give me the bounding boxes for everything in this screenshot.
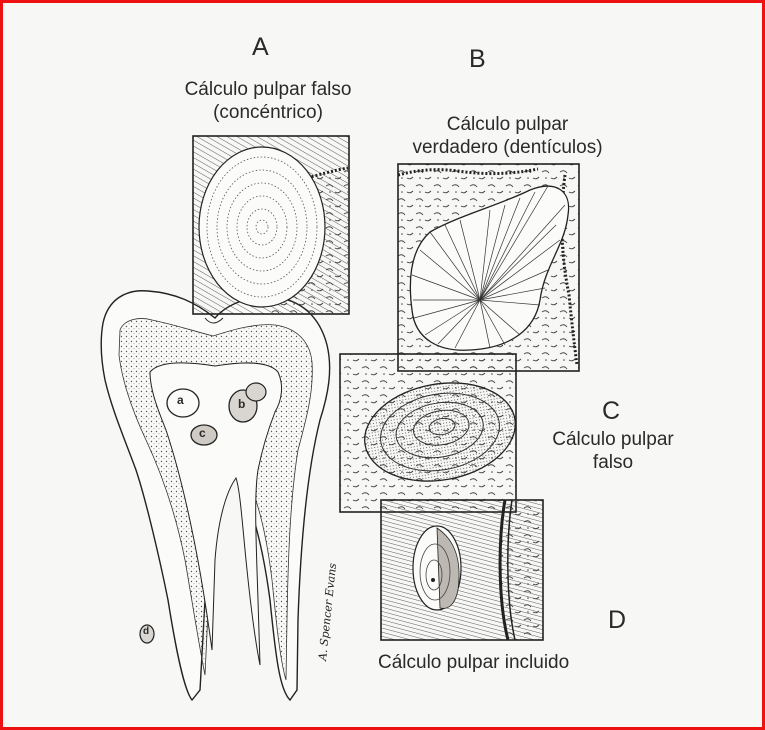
panel-c-caption-line1: Cálculo pulpar bbox=[523, 428, 703, 451]
panel-b-caption-line1: Cálculo pulpar bbox=[395, 113, 620, 136]
panel-c-letter: C bbox=[602, 396, 620, 427]
panel-c-drawing bbox=[340, 354, 523, 512]
panel-c-caption: Cálculo pulpar falso bbox=[523, 428, 703, 474]
panel-a-letter: A bbox=[252, 32, 269, 63]
panel-b-letter: B bbox=[469, 44, 486, 75]
panel-a-drawing bbox=[193, 136, 349, 314]
panel-d-letter: D bbox=[608, 605, 626, 636]
panel-d-drawing bbox=[381, 500, 543, 640]
panel-d-caption: Cálculo pulpar incluido bbox=[378, 651, 569, 674]
marker-d: d bbox=[143, 626, 149, 638]
panel-b-caption: Cálculo pulpar verdadero (dentículos) bbox=[395, 113, 620, 159]
marker-a: a bbox=[177, 393, 184, 408]
panel-b-drawing bbox=[398, 164, 579, 371]
marker-b: b bbox=[238, 397, 245, 412]
tooth-drawing bbox=[101, 291, 329, 700]
panel-a-caption: Cálculo pulpar falso (concéntrico) bbox=[168, 78, 368, 124]
panel-a-caption-line1: Cálculo pulpar falso bbox=[168, 78, 368, 101]
panel-c-caption-line2: falso bbox=[523, 451, 703, 474]
panel-a-caption-line2: (concéntrico) bbox=[168, 101, 368, 124]
panel-b-caption-line2: verdadero (dentículos) bbox=[395, 136, 620, 159]
marker-c: c bbox=[199, 426, 206, 441]
